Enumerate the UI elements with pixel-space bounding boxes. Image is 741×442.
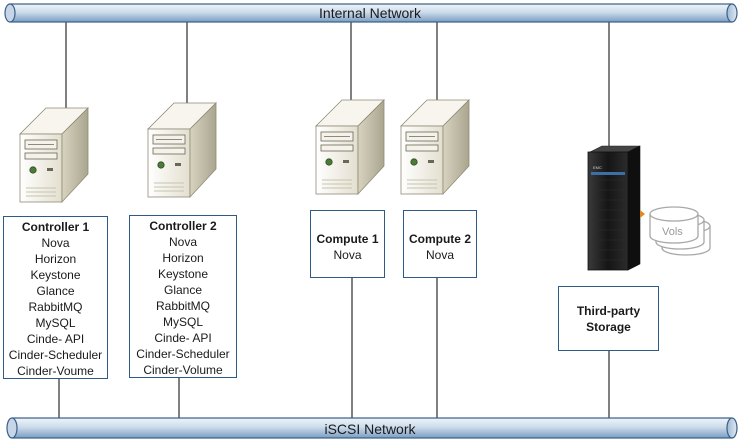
iscsi-network-pipe [6, 417, 738, 439]
server-icon-compute1 [315, 99, 385, 195]
compute2-title: Compute 2 [408, 232, 471, 246]
compute2-service: Nova [425, 248, 454, 262]
svg-text:EMC: EMC [593, 165, 602, 170]
controller1-service: RabbitMQ [28, 300, 83, 314]
compute2-box: Compute 2 Nova [403, 210, 477, 278]
compute1-box: Compute 1 Nova [310, 210, 385, 278]
controller2-service: Cinder-Volume [143, 363, 223, 377]
server-icon-compute2 [400, 99, 470, 195]
storage-title-line2: Storage [586, 320, 631, 334]
controller1-service: Glance [36, 284, 75, 298]
controller2-service: Nova [168, 235, 197, 249]
compute1-title: Compute 1 [316, 232, 379, 246]
internal-network-pipe [4, 3, 738, 23]
controller2-service: Cinder-Scheduler [136, 347, 230, 361]
iscsi-network-label: iSCSI Network [324, 421, 416, 437]
storage-rack-icon: EMC [587, 145, 645, 271]
vols-label: Vols [662, 226, 683, 238]
internal-network-label: Internal Network [319, 5, 421, 21]
controller2-service: Horizon [162, 251, 204, 265]
controller2-service: RabbitMQ [155, 299, 211, 313]
compute1-service: Nova [333, 248, 362, 262]
controller1-service: Cinder-Voume [17, 364, 94, 378]
controller1-service: Keystone [30, 268, 81, 282]
controller2-title: Controller 2 [149, 219, 217, 233]
controller2-service: Cinde- API [154, 331, 212, 345]
controller2-box: Controller 2 Nova Horizon Keystone Glanc… [129, 215, 237, 378]
controller1-service: MySQL [35, 316, 76, 330]
controller1-service: Cinde- API [26, 332, 85, 346]
controller2-service: MySQL [162, 315, 203, 329]
controller1-service: Nova [41, 236, 70, 250]
server-icon-controller1 [19, 107, 89, 203]
controller2-service: Keystone [157, 267, 209, 281]
storage-title-line1: Third-party [576, 304, 641, 318]
storage-box: Third-party Storage [558, 286, 659, 351]
vols-disk-icon [649, 206, 711, 256]
controller1-title: Controller 1 [21, 220, 90, 234]
controller2-service: Glance [163, 283, 203, 297]
connector-lines [58, 22, 610, 418]
controller1-service: Horizon [34, 252, 77, 266]
controller1-service: Cinder-Scheduler [8, 348, 103, 362]
server-icon-controller2 [147, 102, 217, 198]
controller1-box: Controller 1 Nova Horizon Keystone Glanc… [3, 216, 108, 379]
